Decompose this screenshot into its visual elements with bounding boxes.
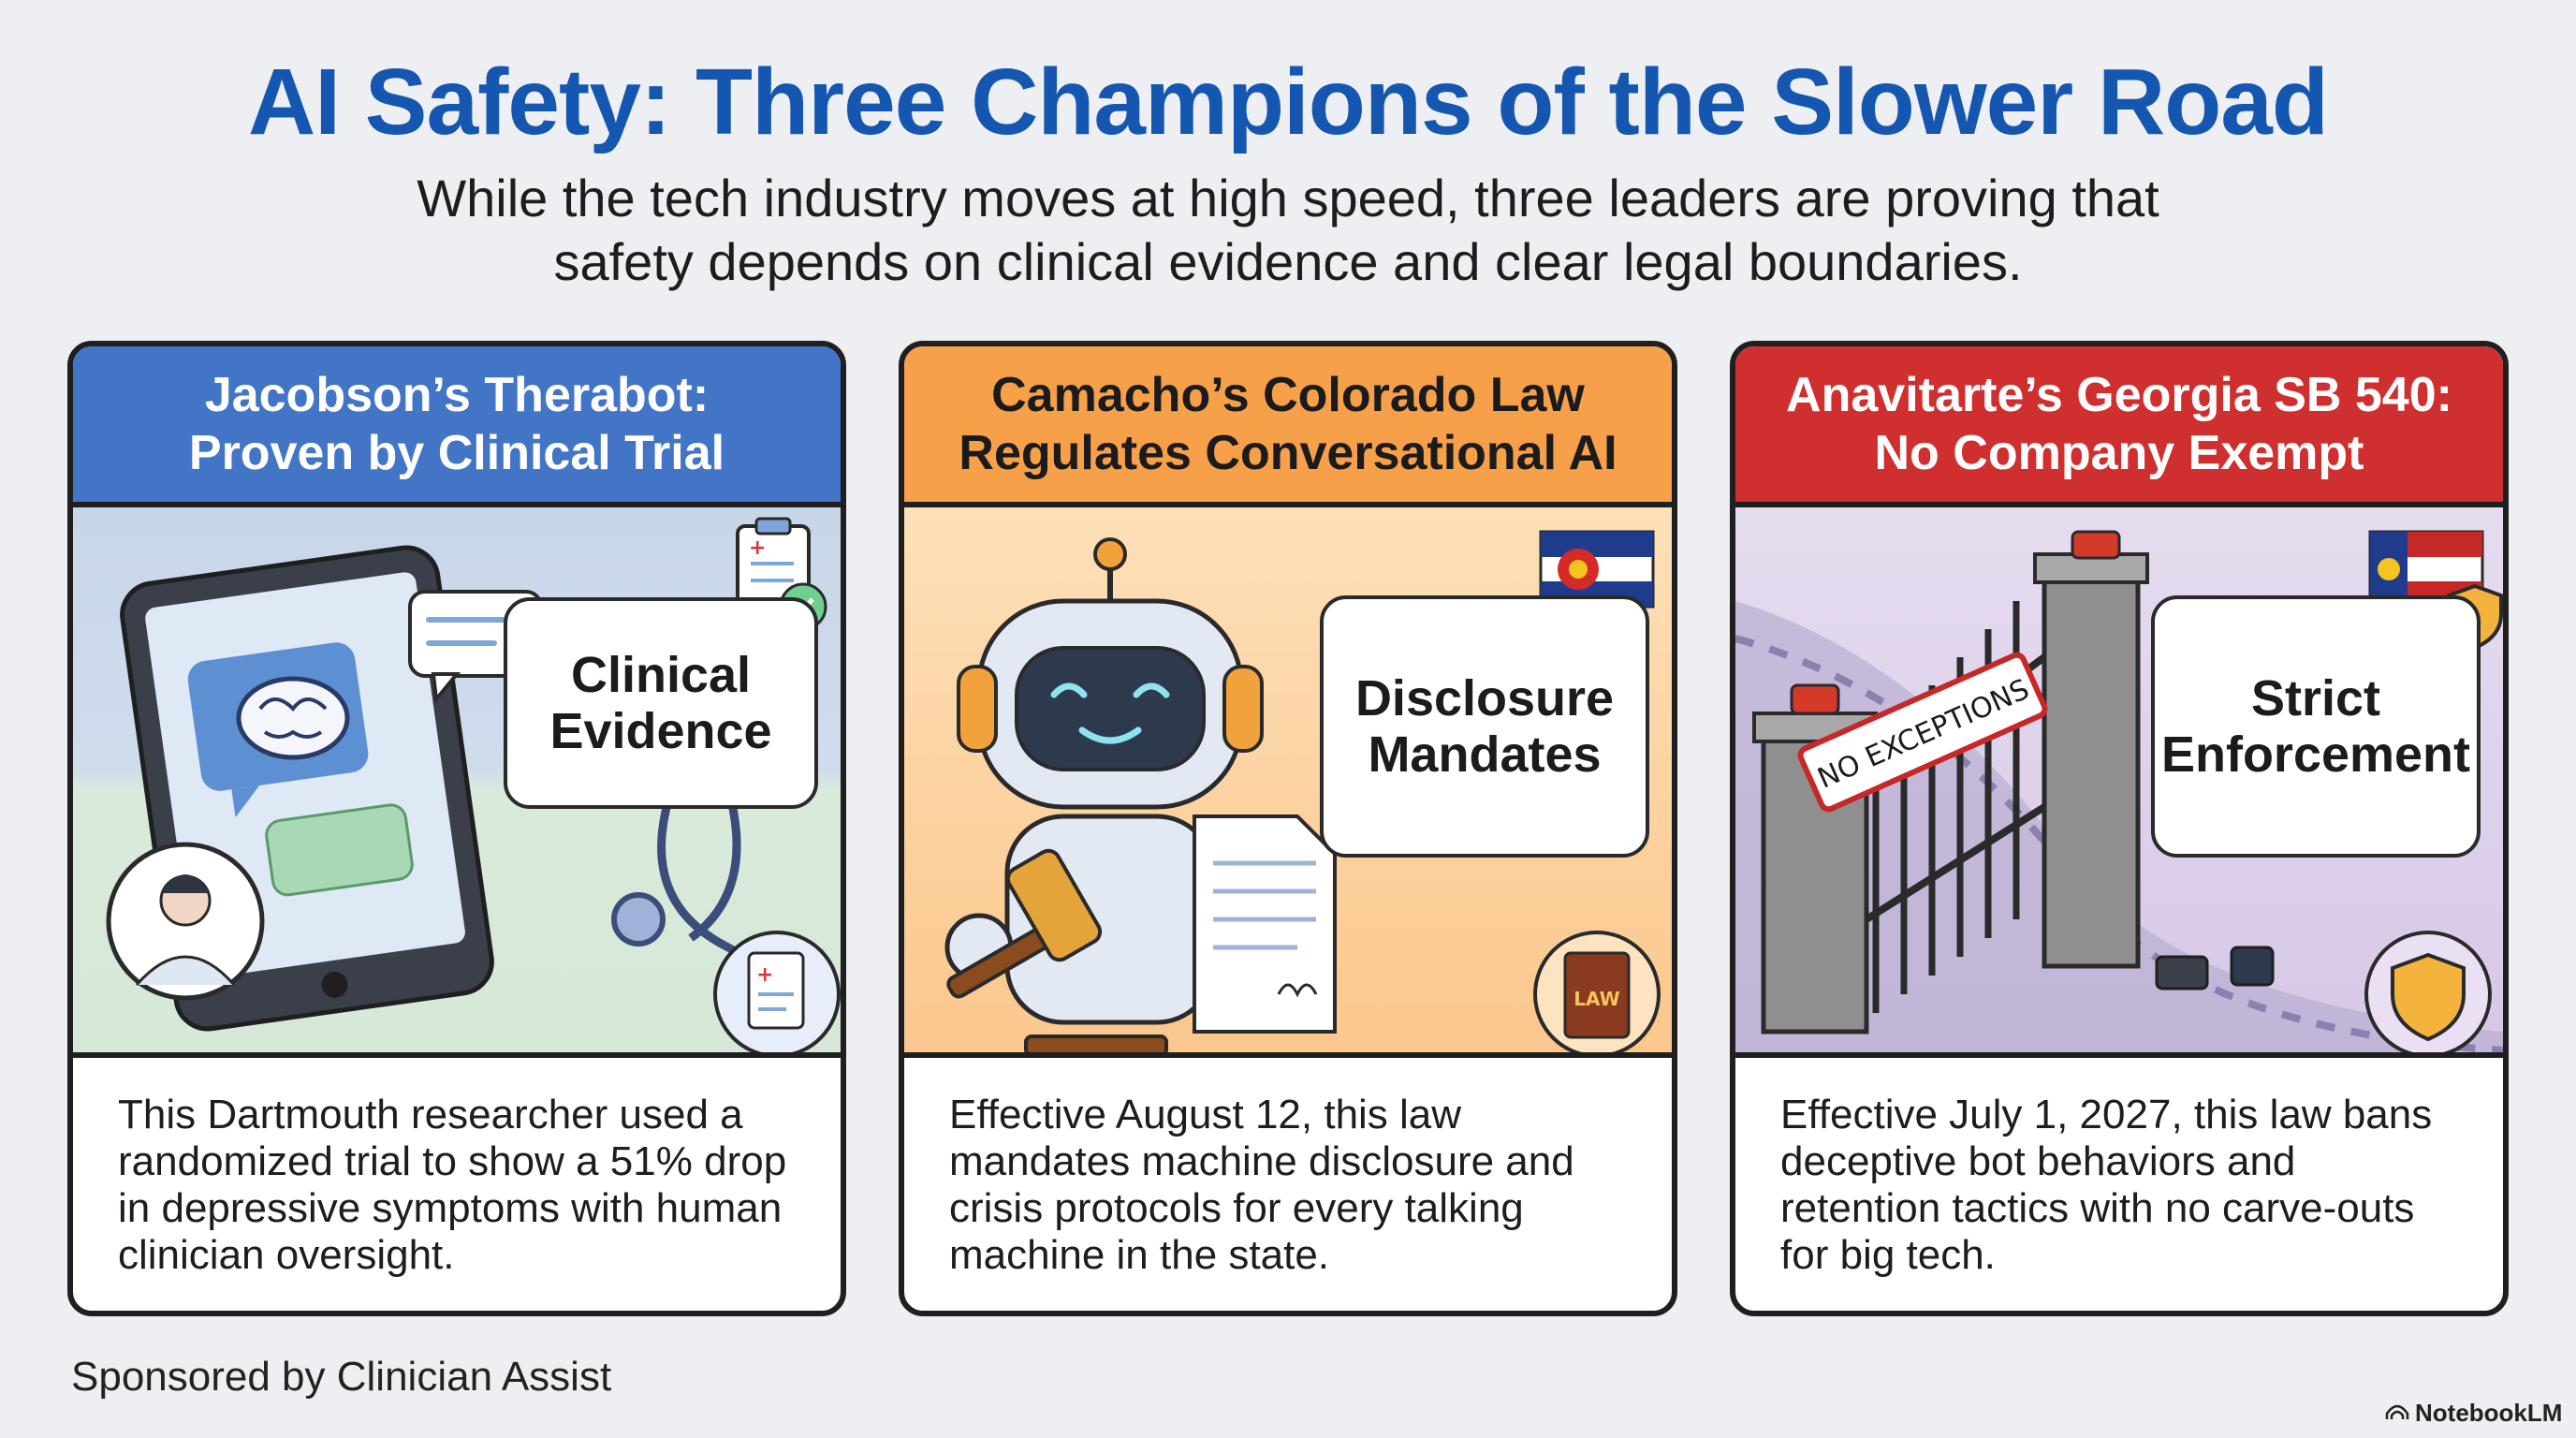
card-title-line-1: Jacobson’s Therabot: (204, 368, 710, 422)
robot-icon (944, 537, 1264, 1025)
callout-clinical-evidence: Clinical Evidence (504, 597, 818, 809)
clinician-avatar (106, 842, 265, 1001)
card-description: Effective August 12, this law mandates m… (949, 1092, 1574, 1278)
card-illustration: NO EXCEPTIONS (1735, 507, 2503, 1058)
callout-line-2: Evidence (549, 703, 772, 759)
callout-line-1: Disclosure (1354, 670, 1615, 726)
callout-line-1: Clinical (570, 647, 752, 703)
card-illustration: LAW Disclosure Mandates (904, 507, 1672, 1058)
callout-strict-enforcement: Strict Enforcement (2151, 595, 2481, 858)
card-title-line-2: Regulates Conversational AI (959, 426, 1617, 480)
card-title-line-2: Proven by Clinical Trial (188, 426, 725, 480)
callout-disclosure-mandates: Disclosure Mandates (1320, 595, 1649, 858)
notebooklm-logo-icon (2385, 1399, 2409, 1428)
card-title-line-1: Camacho’s Colorado Law (991, 368, 1585, 422)
law-book-icon: LAW (1533, 931, 1661, 1052)
page-title: AI Safety: Three Champions of the Slower… (248, 50, 2329, 154)
sponsor-text: Sponsored by Clinician Assist (71, 1354, 612, 1400)
brain-icon (236, 676, 350, 760)
brand-watermark: NotebookLM (2385, 1399, 2562, 1428)
card-therabot: Jacobson’s Therabot: Proven by Clinical … (67, 341, 846, 1316)
card-title-line-2: No Company Exempt (1874, 426, 2364, 480)
card-description: Effective July 1, 2027, this law bans de… (1780, 1092, 2433, 1278)
card-title: Jacobson’s Therabot: Proven by Clinical … (73, 346, 841, 507)
subtitle-line-1: While the tech industry moves at high sp… (417, 169, 2159, 227)
card-illustration: + + Clinical Evidence (73, 507, 841, 1058)
shield-badge-icon (2364, 931, 2492, 1052)
svg-text:+: + (749, 536, 766, 560)
card-title: Camacho’s Colorado Law Regulates Convers… (904, 346, 1672, 507)
card-title: Anavitarte’s Georgia SB 540: No Company … (1735, 346, 2503, 507)
subtitle-line-2: safety depends on clinical evidence and … (553, 232, 2023, 291)
page-subtitle: While the tech industry moves at high sp… (258, 167, 2318, 294)
brand-label: NotebookLM (2415, 1399, 2563, 1427)
card-description: This Dartmouth researcher used a randomi… (118, 1092, 787, 1278)
document-icon (1193, 814, 1337, 1034)
svg-text:+: + (756, 963, 773, 987)
callout-line-2: Mandates (1368, 726, 1602, 783)
medical-record-icon: + (713, 931, 841, 1052)
device-icon (2155, 946, 2275, 990)
gavel-icon (946, 848, 1168, 1052)
callout-line-2: Enforcement (2160, 726, 2471, 783)
card-colorado-law: Camacho’s Colorado Law Regulates Convers… (899, 341, 1677, 1316)
callout-line-1: Strict (2250, 670, 2381, 726)
law-badge-label: LAW (1573, 988, 1619, 1010)
card-title-line-1: Anavitarte’s Georgia SB 540: (1786, 368, 2452, 422)
colorado-flag-icon (1539, 530, 1655, 609)
card-georgia-law: Anavitarte’s Georgia SB 540: No Company … (1730, 341, 2509, 1316)
